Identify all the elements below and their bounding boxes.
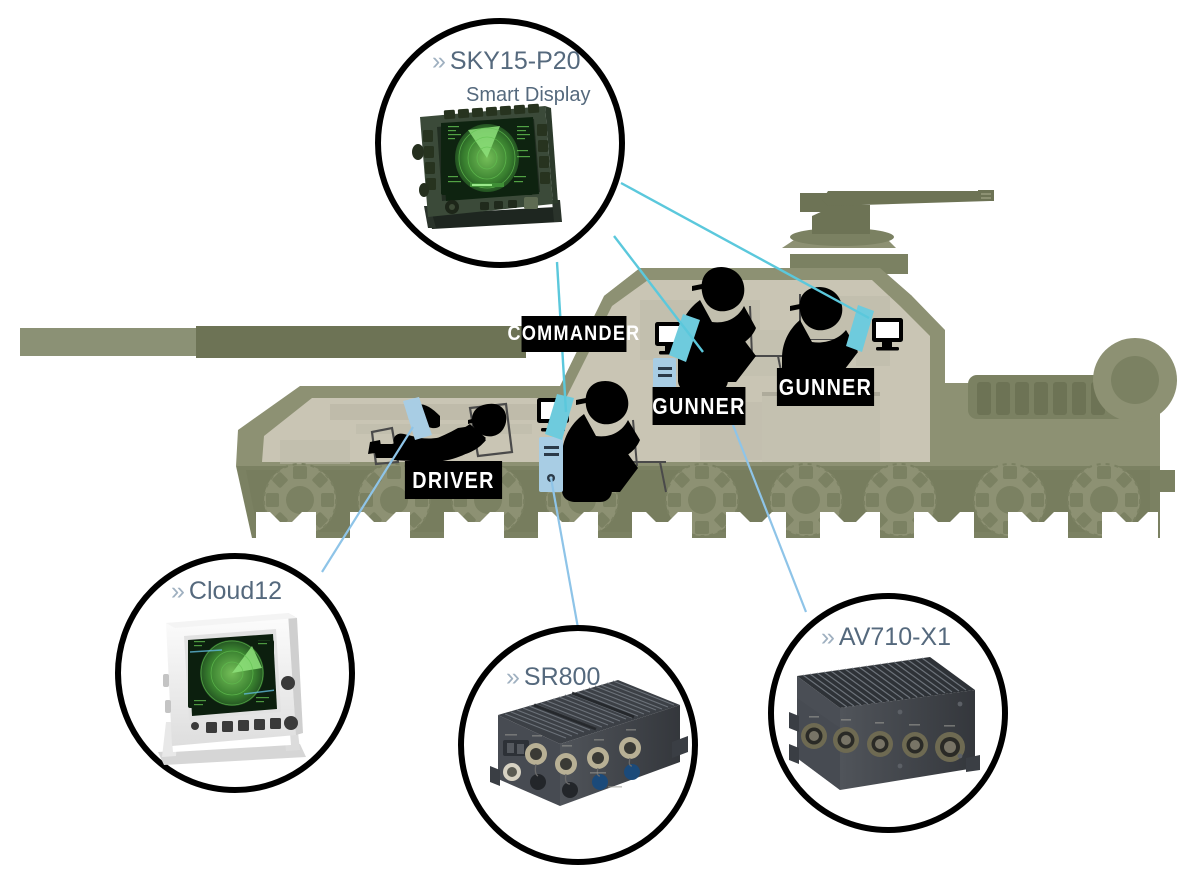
role-tag-commander-label: COMMANDER xyxy=(507,322,641,345)
role-tag-gunner-2-label: GUNNER xyxy=(778,373,873,400)
callout-title-sky15: »SKY15-P20 xyxy=(432,47,581,76)
crew-gunner-1 xyxy=(653,266,785,411)
driver-display-panel[interactable] xyxy=(403,397,432,440)
cloud12-device-image xyxy=(158,613,306,765)
gunner1-display-panel[interactable] xyxy=(669,314,700,362)
callout-title-sr800-text: SR800 xyxy=(523,663,601,691)
av710-device-image xyxy=(789,657,980,790)
road-wheels xyxy=(263,463,1141,537)
gunner2-monitor-icon[interactable] xyxy=(872,318,903,351)
callout-sky15-p20[interactable] xyxy=(375,18,625,268)
role-tag-driver-label: DRIVER xyxy=(412,466,495,493)
callout-title-av710-text: AV710-X1 xyxy=(838,623,952,651)
commander-silhouette xyxy=(562,380,640,502)
callout-title-sky15-text: SKY15-P20 xyxy=(449,47,581,75)
sky15-device-image xyxy=(412,103,562,229)
roof-machine-gun xyxy=(790,190,994,246)
av710-connectors xyxy=(801,723,965,762)
role-tag-commander: COMMANDER xyxy=(507,316,639,352)
gunner2-silhouette xyxy=(782,286,858,378)
chevron-icon-sr800: » xyxy=(506,663,520,691)
role-tag-gunner-1-label: GUNNER xyxy=(652,392,746,419)
callout-av710-x1[interactable] xyxy=(768,593,1008,833)
crew-driver xyxy=(368,397,514,466)
connector-lines xyxy=(321,181,870,629)
sr800-device-image xyxy=(490,680,688,806)
callout-cloud12[interactable] xyxy=(115,553,355,793)
callout-subtitle-sky15-text: Smart Display xyxy=(466,84,591,106)
chevron-icon-cloud12: » xyxy=(171,577,185,605)
callout-title-cloud12-text: Cloud12 xyxy=(188,577,283,605)
track-cleats xyxy=(256,512,1158,538)
role-tag-driver: DRIVER xyxy=(404,461,503,499)
sr800-connectors xyxy=(503,737,641,798)
crew-gunner-2 xyxy=(782,286,903,378)
callout-title-av710: »AV710-X1 xyxy=(821,623,952,652)
armored-vehicle xyxy=(20,190,1177,538)
callout-subtitle-sky15: Smart Display xyxy=(466,84,590,107)
driver-silhouette xyxy=(368,403,507,462)
running-gear xyxy=(236,463,1160,538)
chevron-icon-av710: » xyxy=(821,623,835,651)
role-tag-gunner-2: GUNNER xyxy=(776,368,875,406)
callout-title-cloud12: »Cloud12 xyxy=(171,577,283,606)
callout-sr800[interactable] xyxy=(458,625,698,865)
crew-commander xyxy=(537,380,667,502)
role-tag-gunner-1: GUNNER xyxy=(652,387,746,425)
chevron-icon-sky15: » xyxy=(432,47,446,75)
main-gun-barrel xyxy=(20,326,526,358)
callout-title-sr800: »SR800 xyxy=(506,663,601,692)
